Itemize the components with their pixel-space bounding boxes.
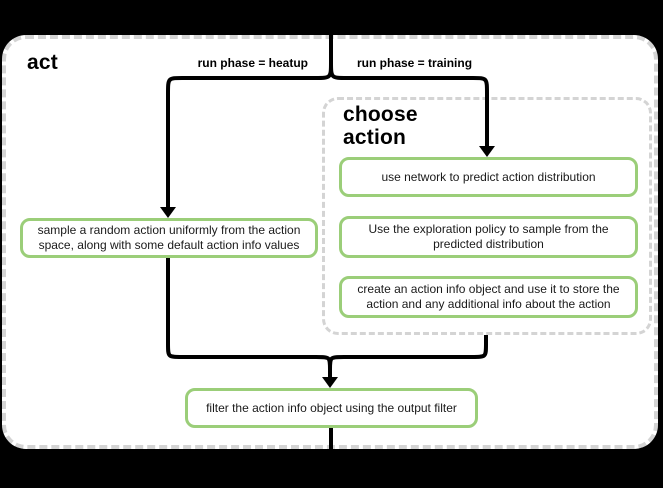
node-create-action-info: create an action info object and use it … xyxy=(339,276,638,318)
node-sample-random-action: sample a random action uniformly from th… xyxy=(20,218,318,258)
edge-label-training: run phase = training xyxy=(357,56,473,70)
act-frame-title: act xyxy=(27,51,58,74)
node-exploration-policy-sample: Use the exploration policy to sample fro… xyxy=(339,216,638,258)
edge-label-heatup: run phase = heatup xyxy=(197,56,308,70)
choose-action-group-title: choose action xyxy=(343,103,418,149)
node-use-network-predict: use network to predict action distributi… xyxy=(339,157,638,197)
node-filter-action-info: filter the action info object using the … xyxy=(185,388,478,428)
